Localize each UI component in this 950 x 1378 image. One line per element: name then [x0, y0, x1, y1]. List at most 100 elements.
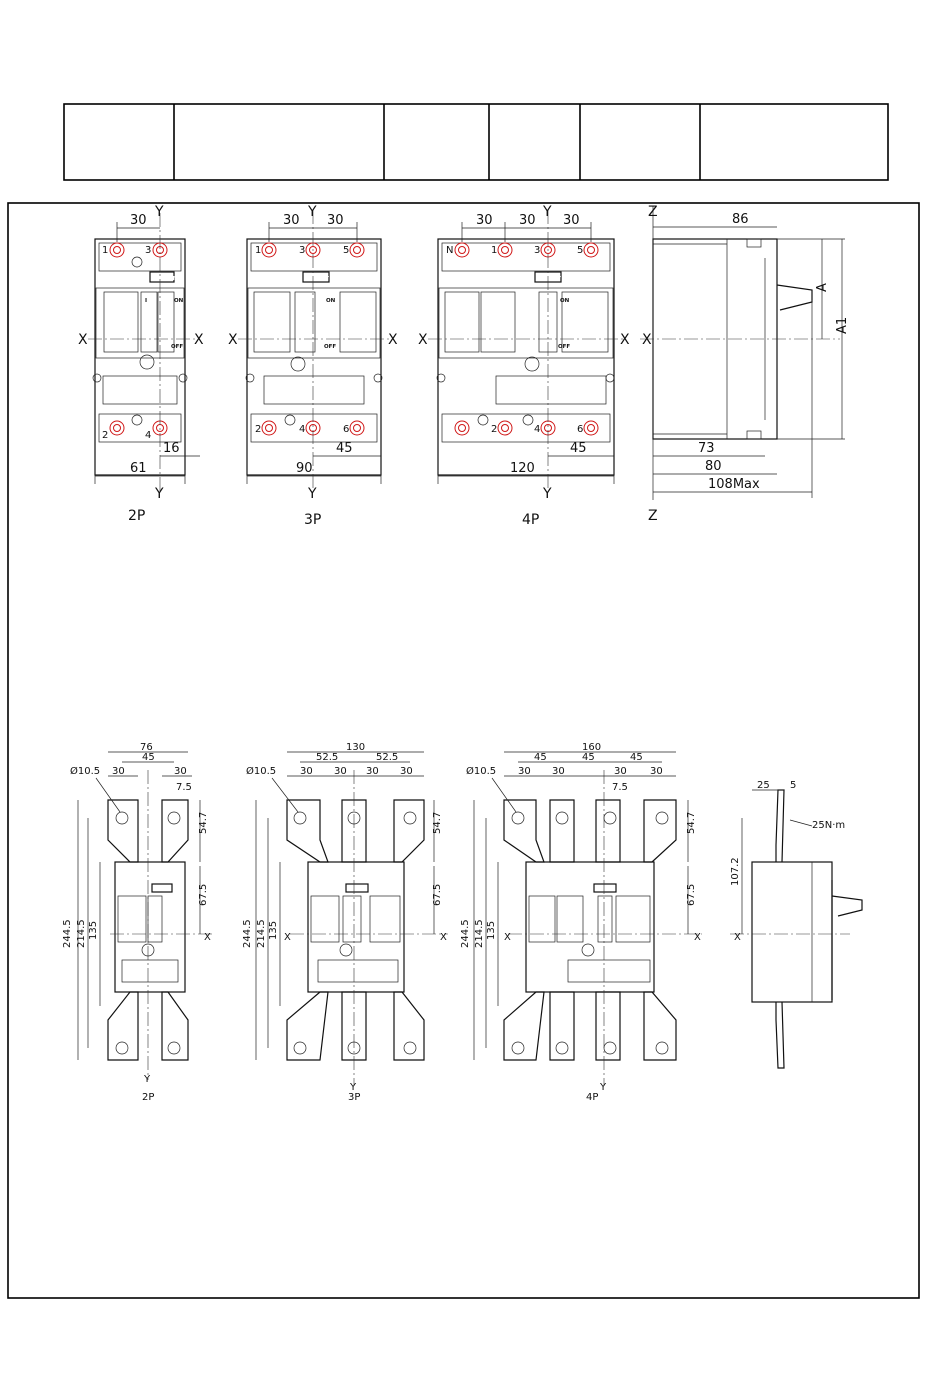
x-axis-label: X [620, 332, 630, 348]
dim-pitch: 30 [614, 766, 627, 777]
x-axis-label: X [418, 332, 428, 348]
x-axis-label: X [440, 932, 447, 943]
y-axis-label: Y [154, 204, 164, 220]
dim-v1: 244.5 [460, 919, 471, 948]
spreader-view-3p: Y X X 130 52.5 52.5 30 30 30 30 Ø10.5 24… [242, 742, 448, 1103]
dim-inner: 45 [142, 752, 155, 763]
dim-pitch: 30 [283, 213, 300, 228]
dim-v2: 214.5 [256, 919, 267, 948]
dim-pitch: 30 [130, 213, 147, 228]
x-axis-label: X [388, 332, 398, 348]
dim-half: 45 [336, 441, 353, 456]
dim-80: 80 [705, 459, 722, 474]
terminal-label: 4 [534, 424, 540, 435]
x-axis-label: X [78, 332, 88, 348]
hole-dia: Ø10.5 [70, 765, 100, 777]
dim-pitch: 30 [519, 213, 536, 228]
dim-y-offset: 7.5 [612, 782, 628, 793]
switch-off-label: OFF [324, 344, 336, 350]
brand-label: Nader [152, 274, 176, 282]
dim-h2: 67.5 [198, 884, 209, 906]
x-axis-label: X [204, 932, 211, 943]
dim-pitch: 45 [582, 752, 595, 763]
terminal-label: 3 [534, 245, 540, 256]
view-label-4p: 4P [522, 512, 539, 528]
dim-pitch: 30 [552, 766, 565, 777]
dim-5: 5 [790, 780, 796, 791]
terminal-label: 2 [255, 424, 261, 435]
dim-right-mid: 52.5 [376, 752, 398, 763]
terminal-label: 1 [102, 245, 108, 256]
dim-108max: 108Max [708, 477, 760, 492]
dim-depth: 86 [732, 212, 749, 227]
y-axis-label: Y [349, 1082, 357, 1093]
dim-width: 120 [510, 461, 535, 476]
x-axis-label: X [504, 932, 511, 943]
dim-h1: 54.7 [686, 812, 697, 834]
dim-pitch: 30 [366, 766, 379, 777]
side-view-bottom: X 25 5 25N·m 107.2 [730, 780, 863, 1069]
x-axis-label: X [228, 332, 238, 348]
terminal-label: 5 [343, 245, 349, 256]
terminal-label: 6 [343, 424, 349, 435]
y-axis-label: Y [542, 486, 552, 502]
switch-off-label: OFF [558, 344, 570, 350]
dim-v3: 135 [486, 921, 497, 940]
dim-pitch: 30 [518, 766, 531, 777]
switch-on-label: ON [174, 298, 184, 304]
dim-overall: 130 [346, 742, 365, 753]
z-axis-label: Z [648, 508, 658, 524]
x-axis-label: X [642, 332, 652, 348]
dim-pitch: 45 [534, 752, 547, 763]
terminal-label: 6 [577, 424, 583, 435]
dim-v2: 214.5 [76, 919, 87, 948]
drawing-frame [7, 202, 920, 1299]
x-axis-label: X [194, 332, 204, 348]
terminal-label: 5 [577, 245, 583, 256]
front-view-4p: Nader ON OFF N 1 3 5 2 4 6 Y Y X X 30 30 [418, 204, 630, 528]
terminal-label: 3 [299, 245, 305, 256]
dim-left: 30 [112, 766, 125, 777]
x-axis-label: X [284, 932, 291, 943]
z-axis-label: Z [648, 204, 658, 220]
view-label-2p: 2P [128, 508, 145, 524]
x-axis-label: X [734, 932, 741, 943]
terminal-label: 4 [145, 430, 151, 441]
dim-pitch: 30 [400, 766, 413, 777]
dim-a: A [815, 283, 830, 292]
dim-pitch: 30 [476, 213, 493, 228]
terminal-label: 1 [255, 245, 261, 256]
dim-pitch: 30 [300, 766, 313, 777]
dim-offset: 16 [163, 441, 180, 456]
dim-25: 25 [757, 780, 770, 791]
front-view-3p: Nader ON OFF 1 3 5 2 4 6 Y Y X X 30 30 9… [228, 204, 398, 528]
hole-dia: Ø10.5 [466, 765, 496, 777]
terminal-label: N [446, 245, 453, 256]
dim-h1: 54.7 [432, 812, 443, 834]
y-axis-label: Y [143, 1074, 151, 1085]
terminal-label: 2 [102, 430, 108, 441]
dim-a1: A1 [835, 317, 850, 334]
dim-left-mid: 52.5 [316, 752, 338, 763]
hole-dia: Ø10.5 [246, 765, 276, 777]
dim-v3: 135 [268, 921, 279, 940]
dim-v3: 135 [88, 921, 99, 940]
view-label-3p: 3P [304, 512, 321, 528]
view-label-4p: 4P [586, 1092, 598, 1103]
terminal-label: 2 [491, 424, 497, 435]
dim-pitch: 30 [334, 766, 347, 777]
dim-right: 30 [174, 766, 187, 777]
spreader-view-4p: Y X X 160 45 45 45 30 30 30 30 7.5 Ø10.5… [460, 742, 702, 1103]
dim-overall: 160 [582, 742, 601, 753]
dim-half: 45 [570, 441, 587, 456]
dim-h2: 67.5 [432, 884, 443, 906]
y-axis-label: Y [542, 204, 552, 220]
dim-pitch: 30 [650, 766, 663, 777]
y-axis-label: Y [307, 486, 317, 502]
torque-label: 25N·m [812, 820, 845, 831]
dim-y-offset: 7.5 [176, 782, 192, 793]
view-label-2p: 2P [142, 1092, 154, 1103]
dim-h2: 67.5 [686, 884, 697, 906]
dim-v2: 214.5 [474, 919, 485, 948]
